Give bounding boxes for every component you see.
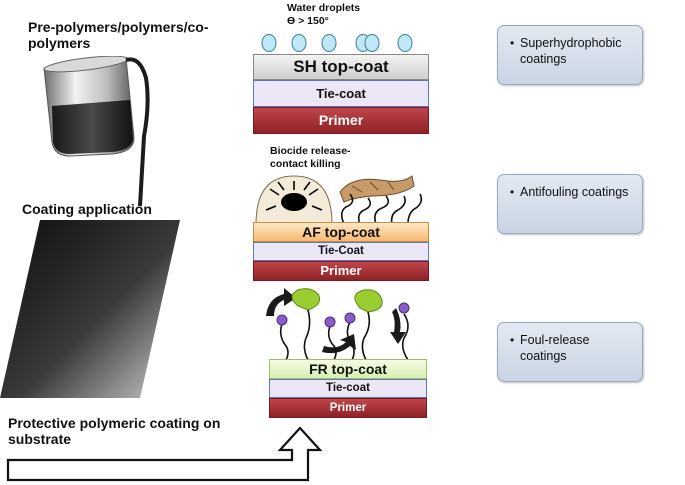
bullet: • xyxy=(510,36,515,50)
sh-primer-layer: Primer xyxy=(253,107,429,134)
antifouling-label: Antifouling coatings xyxy=(520,185,629,199)
superhydrophobic-box: • Superhydrophobic coatings xyxy=(497,25,643,85)
sh-tiecoat-layer: Tie-coat xyxy=(253,80,429,107)
antifouling-box: • Antifouling coatings xyxy=(497,174,643,234)
af-primer-layer: Primer xyxy=(253,261,429,281)
foul-release-organisms-icon xyxy=(266,288,410,360)
bullet: • xyxy=(510,185,515,199)
polymers-label: Pre-polymers/polymers/co-polymers xyxy=(28,19,209,51)
application-label: Coating application xyxy=(22,201,152,217)
fr-topcoat-layer: FR top-coat xyxy=(269,359,427,379)
foul-release-box: • Foul-release coatings xyxy=(497,322,643,382)
superhydrophobic-label: Superhydrophobic coatings xyxy=(520,36,622,66)
flow-arrow-icon xyxy=(6,426,323,482)
sh-topcoat-layer: SH top-coat xyxy=(253,54,429,80)
af-topcoat-layer: AF top-coat xyxy=(253,222,429,242)
af-tiecoat-layer: Tie-Coat xyxy=(253,242,429,261)
fr-primer-layer: Primer xyxy=(269,398,427,418)
biocide-label: Biocide release-contact killing xyxy=(270,145,351,170)
bullet: • xyxy=(510,333,515,347)
biocide-organisms-icon xyxy=(255,175,423,224)
contact-angle-label: ϴ > 150° xyxy=(287,15,329,27)
foul-release-label: Foul-release coatings xyxy=(520,333,590,363)
beaker-pour-icon xyxy=(43,56,150,206)
water-droplets-icon xyxy=(261,34,413,52)
droplets-label: Water droplets xyxy=(287,2,361,14)
protective-coating-label: Protective polymeric coating on substrat… xyxy=(8,415,221,447)
fr-tiecoat-layer: Tie-coat xyxy=(269,379,427,398)
substrate-panel xyxy=(0,220,180,398)
